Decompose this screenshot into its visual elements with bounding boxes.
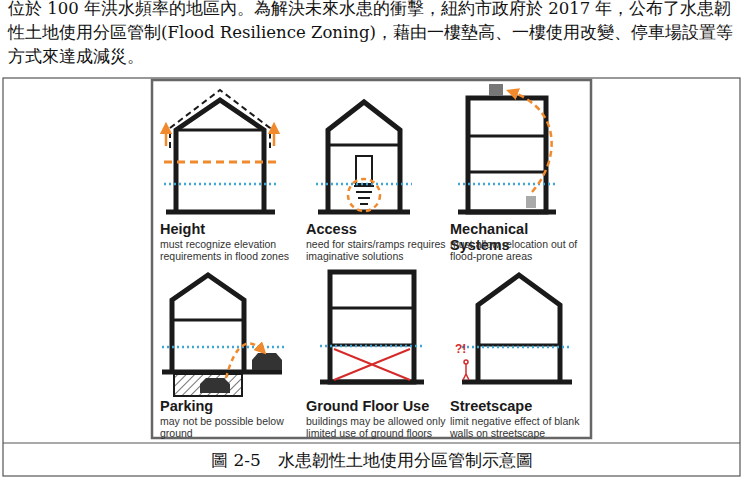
- panel-description: need for stairs/ramps requires imaginati…: [306, 238, 446, 262]
- panel-heading: Parking: [160, 398, 300, 414]
- panel-description: may not be possible below ground: [160, 415, 300, 439]
- panel-heading: Ground Floor Use: [306, 398, 446, 414]
- figure-caption: 圖 2-5 水患韌性土地使用分區管制示意圖: [211, 450, 533, 470]
- warning-mark: ?!: [455, 342, 475, 356]
- panel-description: must recognize elevation requirements in…: [160, 238, 300, 262]
- panel-heading: Access: [306, 221, 446, 237]
- body-paragraph: 位於 100 年洪水頻率的地區內。為解決未來水患的衝擊，紐約市政府於 2017 …: [8, 0, 740, 69]
- panel-description: buildings may be allowed only limited us…: [306, 415, 446, 439]
- panel-heading: Height: [160, 221, 300, 237]
- panel-description: limit negative effect of blank walls on …: [450, 415, 590, 439]
- panel-description: must allow relocation out of flood-prone…: [450, 238, 590, 262]
- panel-heading: Streetscape: [450, 398, 590, 414]
